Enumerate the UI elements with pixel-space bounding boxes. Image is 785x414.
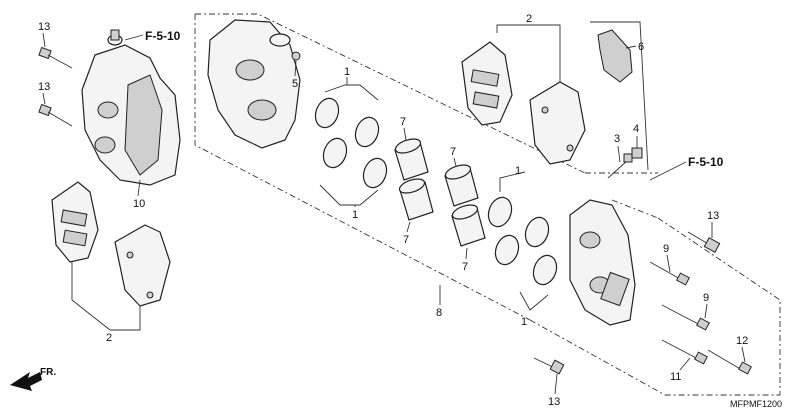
brake-pad-right-b: [529, 81, 586, 165]
label-7-c: 7: [403, 234, 409, 246]
bolt-13-bottom: [533, 357, 565, 375]
bleeder-cap-5: [291, 51, 301, 61]
brake-pad-left-a: [51, 181, 99, 263]
bleeder-valve: [607, 153, 633, 179]
label-6: 6: [638, 41, 644, 53]
seal-ring: [314, 97, 388, 189]
label-1-d: 1: [521, 316, 527, 328]
label-1-a: 1: [344, 66, 350, 78]
bolt-13-right-upper: [687, 231, 721, 253]
label-13-b: 13: [38, 81, 50, 93]
label-2-right: 2: [526, 13, 532, 25]
label-12: 12: [736, 335, 748, 347]
bolt-12: [707, 349, 752, 375]
label-9-a: 9: [663, 243, 669, 255]
label-13-a: 13: [38, 21, 50, 33]
label-8: 8: [436, 307, 442, 319]
label-1-c: 1: [515, 165, 521, 177]
bleeder-cap-4: [631, 147, 643, 159]
pad-pin-9-upper: [649, 261, 690, 286]
ref-f-5-10-right: F-5-10: [688, 155, 724, 169]
label-11: 11: [670, 371, 681, 383]
label-13-d: 13: [548, 396, 560, 408]
label-5: 5: [292, 78, 298, 90]
label-9-b: 9: [703, 292, 709, 304]
fr-label: FR.: [40, 367, 56, 378]
label-7-b: 7: [450, 146, 456, 158]
caliper-half-inner: [569, 199, 636, 326]
ref-f-5-10-left: F-5-10: [145, 29, 181, 43]
bolt-13-lower-left: [38, 103, 73, 127]
pad-spring: [597, 29, 633, 83]
diagram-code: MFPMF1200: [730, 399, 782, 409]
brake-pad-left-b: [114, 224, 171, 307]
label-7-d: 7: [462, 261, 468, 273]
label-2-left: 2: [106, 332, 112, 344]
bolt-13-upper-left: [38, 46, 73, 69]
caliper-half-outer: [207, 19, 301, 149]
front-direction-arrow: FR.: [10, 367, 56, 391]
brake-pad-right-a: [461, 41, 513, 126]
label-1-b: 1: [352, 209, 358, 221]
label-4: 4: [633, 123, 639, 135]
label-7-a: 7: [400, 116, 406, 128]
bolt-11: [661, 339, 708, 365]
caliper-assembly-left: [81, 29, 181, 186]
label-3: 3: [614, 133, 620, 145]
seal-ring-lower: [487, 196, 558, 286]
piston: [394, 138, 486, 247]
label-13-c: 13: [707, 210, 719, 222]
label-10: 10: [133, 198, 145, 210]
pad-pin-9-lower: [661, 304, 710, 331]
